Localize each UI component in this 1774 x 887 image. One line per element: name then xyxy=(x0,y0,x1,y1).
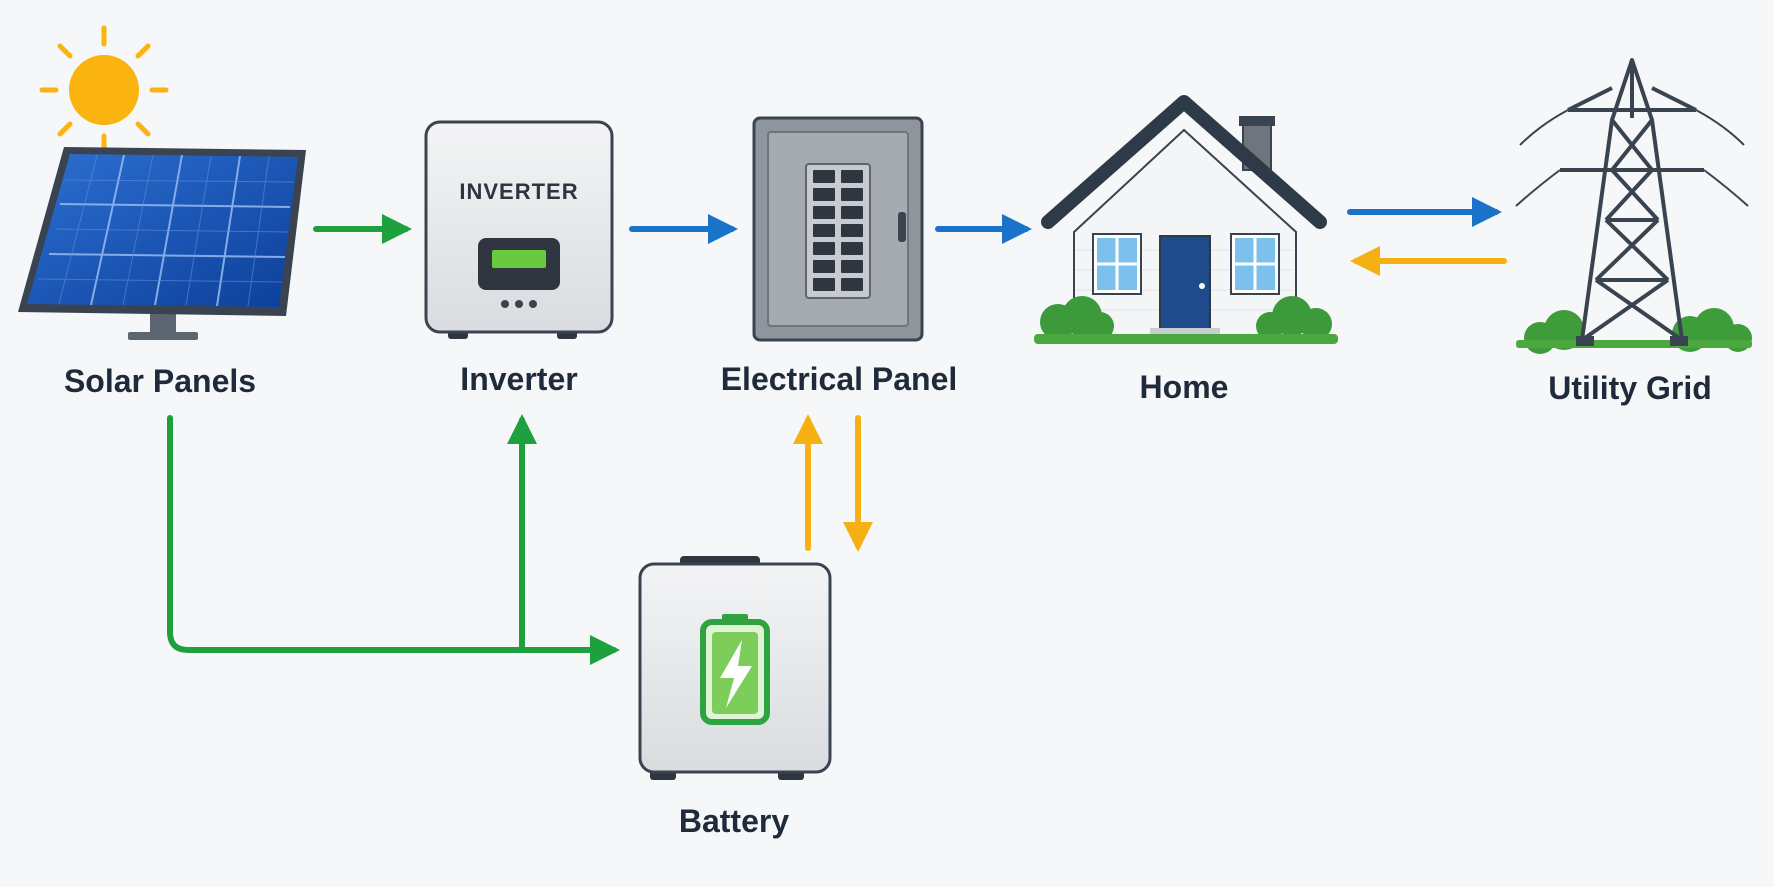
solar-panel-icon xyxy=(18,147,306,340)
window-icon xyxy=(1230,233,1280,295)
bush-icon xyxy=(1040,296,1332,340)
home-label: Home xyxy=(1140,369,1229,405)
house-icon xyxy=(1034,95,1338,344)
battery-node: Battery xyxy=(638,556,832,839)
breaker-panel-icon xyxy=(752,116,924,342)
inverter-icon: INVERTER xyxy=(424,120,614,339)
solar-panels-node: Solar Panels xyxy=(18,25,306,399)
electrical-panel-label: Electrical Panel xyxy=(721,361,958,397)
utility-grid-node: Utility Grid xyxy=(1515,58,1752,406)
sun-icon xyxy=(39,25,169,153)
battery-charge-icon xyxy=(700,614,770,725)
inverter-device-text: INVERTER xyxy=(459,179,578,204)
inverter-label: Inverter xyxy=(460,361,577,397)
battery-label: Battery xyxy=(679,803,789,839)
flow-arrows xyxy=(167,197,1507,665)
arrow-solar-to-battery xyxy=(167,415,620,665)
transmission-tower-icon xyxy=(1515,58,1752,354)
inverter-node: INVERTER Inverter xyxy=(424,120,614,397)
utility-grid-label: Utility Grid xyxy=(1548,370,1712,406)
solar-panels-label: Solar Panels xyxy=(64,363,256,399)
electrical-panel-node: Electrical Panel xyxy=(721,116,958,397)
battery-icon xyxy=(638,556,832,780)
window-icon xyxy=(1092,233,1142,295)
home-node: Home xyxy=(1034,95,1338,405)
